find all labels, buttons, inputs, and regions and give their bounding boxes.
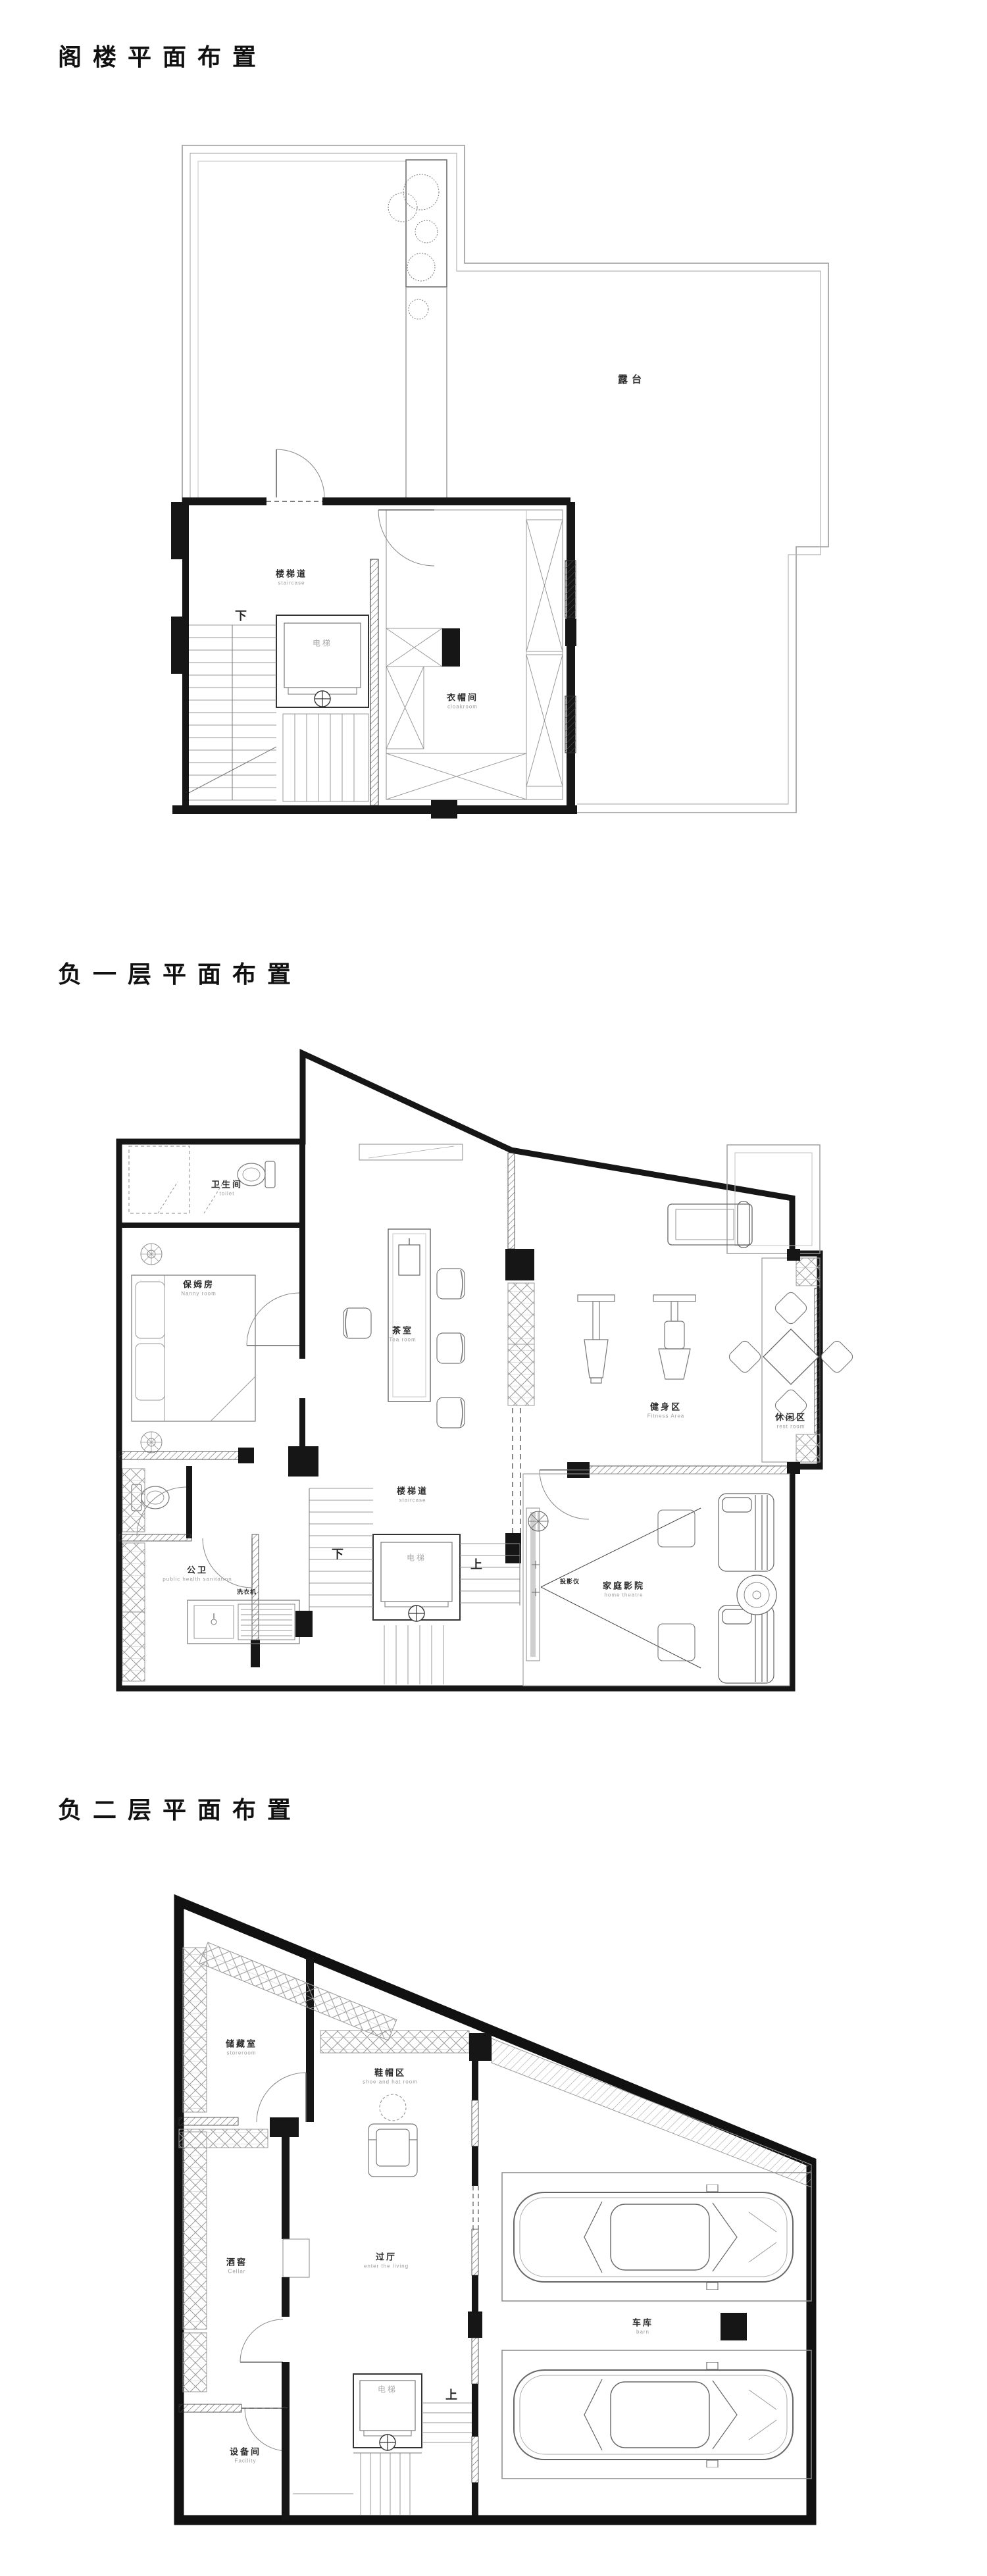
- room-label-hall: 过厅 enter the living: [363, 2252, 409, 2269]
- room-label-toilet: 卫生间 toilet: [211, 1179, 243, 1197]
- plan-attic: [171, 145, 829, 819]
- room-label-storeroom: 储藏室 storeroom: [225, 2038, 258, 2056]
- armchair-icon: [368, 2123, 418, 2177]
- elevator-label-b1: 电梯: [406, 1553, 427, 1563]
- room-label-tea: 茶室 Tea room: [389, 1325, 417, 1343]
- treadmill-icon: [667, 1201, 753, 1248]
- speaker-icon: [528, 1511, 549, 1532]
- plan-title-basement1: 负一层平面布置: [58, 961, 303, 988]
- room-label-fitness: 健身区 Fitness Area: [647, 1402, 685, 1419]
- room-label-facility: 设备间 Facility: [229, 2446, 262, 2464]
- direction-label-down-b1: 下: [332, 1547, 343, 1561]
- room-label-nanny: 保姆房 Nanny room: [181, 1279, 216, 1297]
- plant-icon: [388, 174, 440, 320]
- direction-label-up-b1: 上: [470, 1557, 482, 1571]
- direction-label-up-b2: 上: [445, 2388, 457, 2402]
- washer-label: 洗衣机: [236, 1588, 257, 1596]
- elevator-label: 电梯: [312, 638, 333, 648]
- table-and-chairs-icon: [728, 1292, 853, 1422]
- room-label-rest: 休闲区 rest room: [774, 1412, 807, 1430]
- gym-machine-icon: [653, 1294, 696, 1380]
- room-label-public-wc: 公卫 public health sanitation: [163, 1565, 232, 1582]
- plan-title-basement2: 负二层平面布置: [58, 1796, 303, 1823]
- gym-machine-icon: [577, 1294, 615, 1384]
- recliner-icon: [718, 1493, 774, 1572]
- plan-basement1: [116, 1048, 853, 1692]
- recliner-icon: [718, 1605, 774, 1684]
- plan-title-attic: 阁楼平面布置: [58, 43, 268, 70]
- room-label-stairwell: 楼梯道 staircase: [275, 568, 308, 586]
- direction-label-down: 下: [235, 609, 247, 622]
- room-label-cellar: 酒窖 Cellar: [226, 2257, 248, 2275]
- room-label-cloakroom: 衣帽间 cloakroom: [446, 692, 479, 710]
- room-label-theatre: 家庭影院 home theatre: [602, 1580, 645, 1598]
- room-label-garage: 车库 barn: [632, 2317, 654, 2335]
- plan-basement2: [174, 1894, 817, 2525]
- elevator-label-b2: 电梯: [377, 2385, 398, 2394]
- washing-machine-icon: [238, 1604, 295, 1640]
- projector-label: 投影仪: [559, 1578, 580, 1585]
- room-label-stairwell-b1: 楼梯道 staircase: [396, 1486, 429, 1503]
- room-label-shoe-hat: 鞋帽区 shoe and hat room: [363, 2067, 418, 2085]
- room-label-terrace: 露台: [617, 374, 646, 386]
